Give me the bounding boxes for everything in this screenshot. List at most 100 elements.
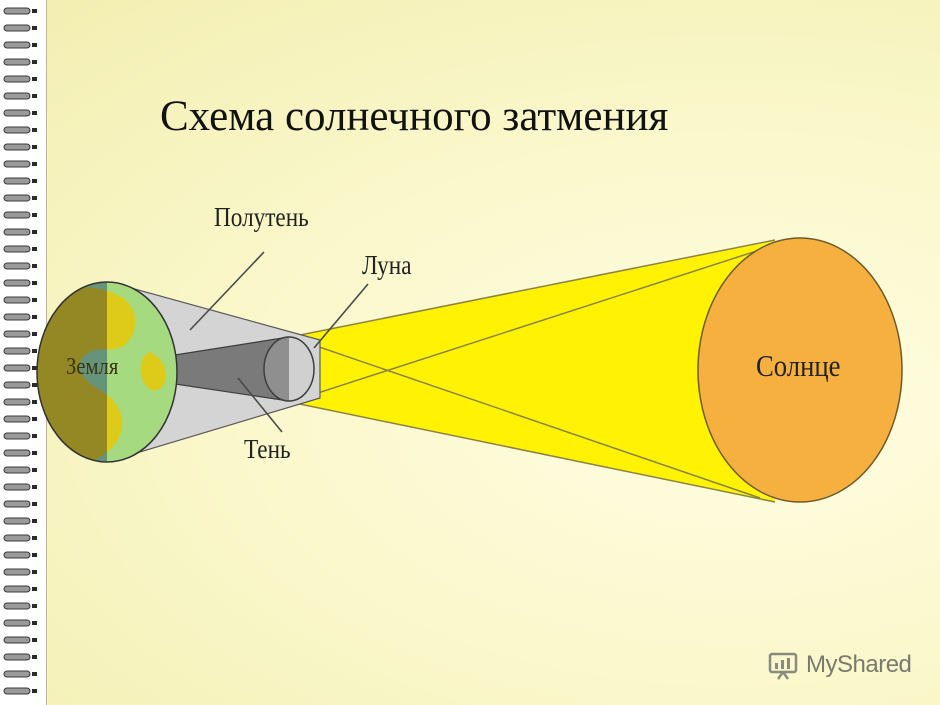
spiral-hole [32, 94, 37, 98]
spiral-hole [32, 689, 37, 693]
spiral-ring [3, 500, 31, 508]
spiral-ring [3, 653, 31, 661]
spiral-ring [3, 449, 31, 457]
spiral-hole [32, 332, 37, 336]
spiral-hole [32, 145, 37, 149]
spiral-hole [32, 468, 37, 472]
spiral-ring [3, 398, 31, 406]
spiral-hole [32, 315, 37, 319]
spiral-hole [32, 570, 37, 574]
spiral-ring [3, 109, 31, 117]
spiral-ring [3, 24, 31, 32]
spiral-ring [3, 568, 31, 576]
spiral-hole [32, 638, 37, 642]
sun [697, 237, 903, 503]
spiral-hole [32, 434, 37, 438]
spiral-ring [3, 602, 31, 610]
penumbra-label: Полутень [214, 202, 309, 232]
spiral-hole [32, 196, 37, 200]
spiral-hole [32, 502, 37, 506]
spiral-ring [3, 687, 31, 695]
myshared-logo-icon [768, 652, 798, 680]
spiral-hole [32, 26, 37, 30]
spiral-ring [3, 313, 31, 321]
spiral-ring [3, 143, 31, 151]
sun-ray [289, 336, 761, 499]
spiral-hole [32, 383, 37, 387]
spiral-hole [32, 553, 37, 557]
spiral-hole [32, 519, 37, 523]
spiral-hole [32, 128, 37, 132]
spiral-hole [32, 281, 37, 285]
watermark-text: MyShared [806, 651, 912, 678]
watermark: MyShared [768, 648, 912, 682]
spiral-hole [32, 349, 37, 353]
spiral-ring [3, 619, 31, 627]
sun-ray [289, 401, 776, 503]
earth-land [140, 352, 167, 391]
spiral-ring [3, 636, 31, 644]
spiral-binding-icon [3, 7, 37, 695]
spiral-hole [32, 9, 37, 13]
spiral-hole [32, 179, 37, 183]
spiral-hole [32, 77, 37, 81]
spiral-ring [3, 211, 31, 219]
moon-leader [313, 283, 369, 349]
spiral-ring [3, 330, 31, 338]
spiral-ring [3, 160, 31, 168]
sun-label: Солнце [756, 348, 841, 383]
spiral-hole [32, 536, 37, 540]
spiral-ring [3, 381, 31, 389]
spiral-ring [3, 466, 31, 474]
spiral-ring [3, 262, 31, 270]
spiral-hole [32, 264, 37, 268]
spiral-ring [3, 228, 31, 236]
spiral-ring [3, 551, 31, 559]
spiral-ring [3, 177, 31, 185]
spiral-ring [3, 41, 31, 49]
spiral-ring [3, 347, 31, 355]
spiral-hole [32, 162, 37, 166]
spiral-ring [3, 585, 31, 593]
spiral-ring [3, 432, 31, 440]
spiral-hole [32, 655, 37, 659]
spiral-hole [32, 111, 37, 115]
spiral-hole [32, 621, 37, 625]
earth-label: Земля [66, 354, 119, 380]
spiral-hole [32, 604, 37, 608]
sun-light-cone-lower [290, 245, 775, 502]
spiral-ring [3, 670, 31, 678]
moon [263, 336, 315, 402]
spiral-ring [3, 364, 31, 372]
spiral-hole [32, 60, 37, 64]
spiral-hole [32, 366, 37, 370]
spiral-hole [32, 213, 37, 217]
spiral-hole [32, 587, 37, 591]
spiral-ring [3, 517, 31, 525]
spiral-hole [32, 485, 37, 489]
slide-title: Схема солнечного затмения [160, 93, 669, 140]
spiral-ring [3, 296, 31, 304]
spiral-hole [32, 230, 37, 234]
spiral-hole [32, 400, 37, 404]
umbra-leader [237, 377, 283, 433]
spiral-ring [3, 415, 31, 423]
spiral-hole [32, 247, 37, 251]
umbra-label: Тень [244, 434, 291, 464]
spiral-hole [32, 43, 37, 47]
spiral-hole [32, 451, 37, 455]
spiral-ring [3, 194, 31, 202]
spiral-ring [3, 75, 31, 83]
sun-ray [289, 239, 776, 338]
spiral-ring [3, 126, 31, 134]
spiral-hole [32, 417, 37, 421]
sun-ray [289, 244, 776, 403]
spiral-ring [3, 483, 31, 491]
spiral-hole [32, 298, 37, 302]
spiral-ring [3, 245, 31, 253]
spiral-ring [3, 7, 31, 15]
spiral-hole [32, 672, 37, 676]
moon-label: Луна [362, 250, 412, 280]
